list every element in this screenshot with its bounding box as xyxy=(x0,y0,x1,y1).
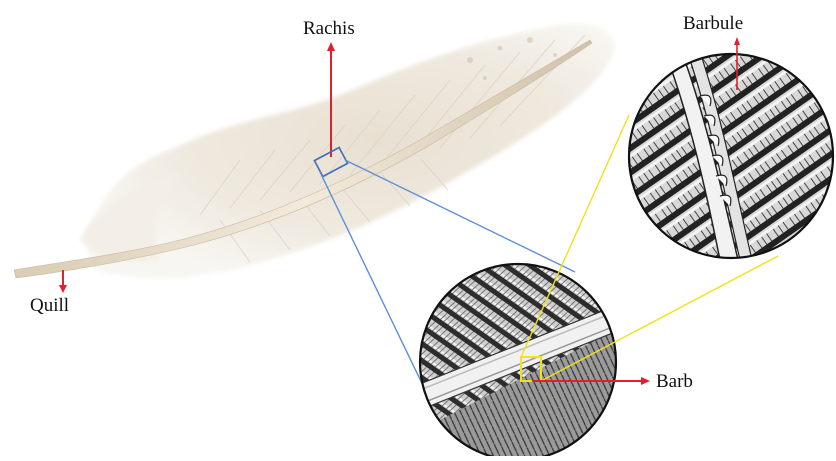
feather xyxy=(14,24,614,278)
quill-arrow-icon xyxy=(59,270,67,293)
barb-label: Barb xyxy=(656,371,693,393)
quill-label: Quill xyxy=(30,295,69,317)
barbule-label: Barbule xyxy=(683,13,743,35)
rachis-label: Rachis xyxy=(303,18,355,40)
barbule-magnified-circle xyxy=(629,54,833,260)
